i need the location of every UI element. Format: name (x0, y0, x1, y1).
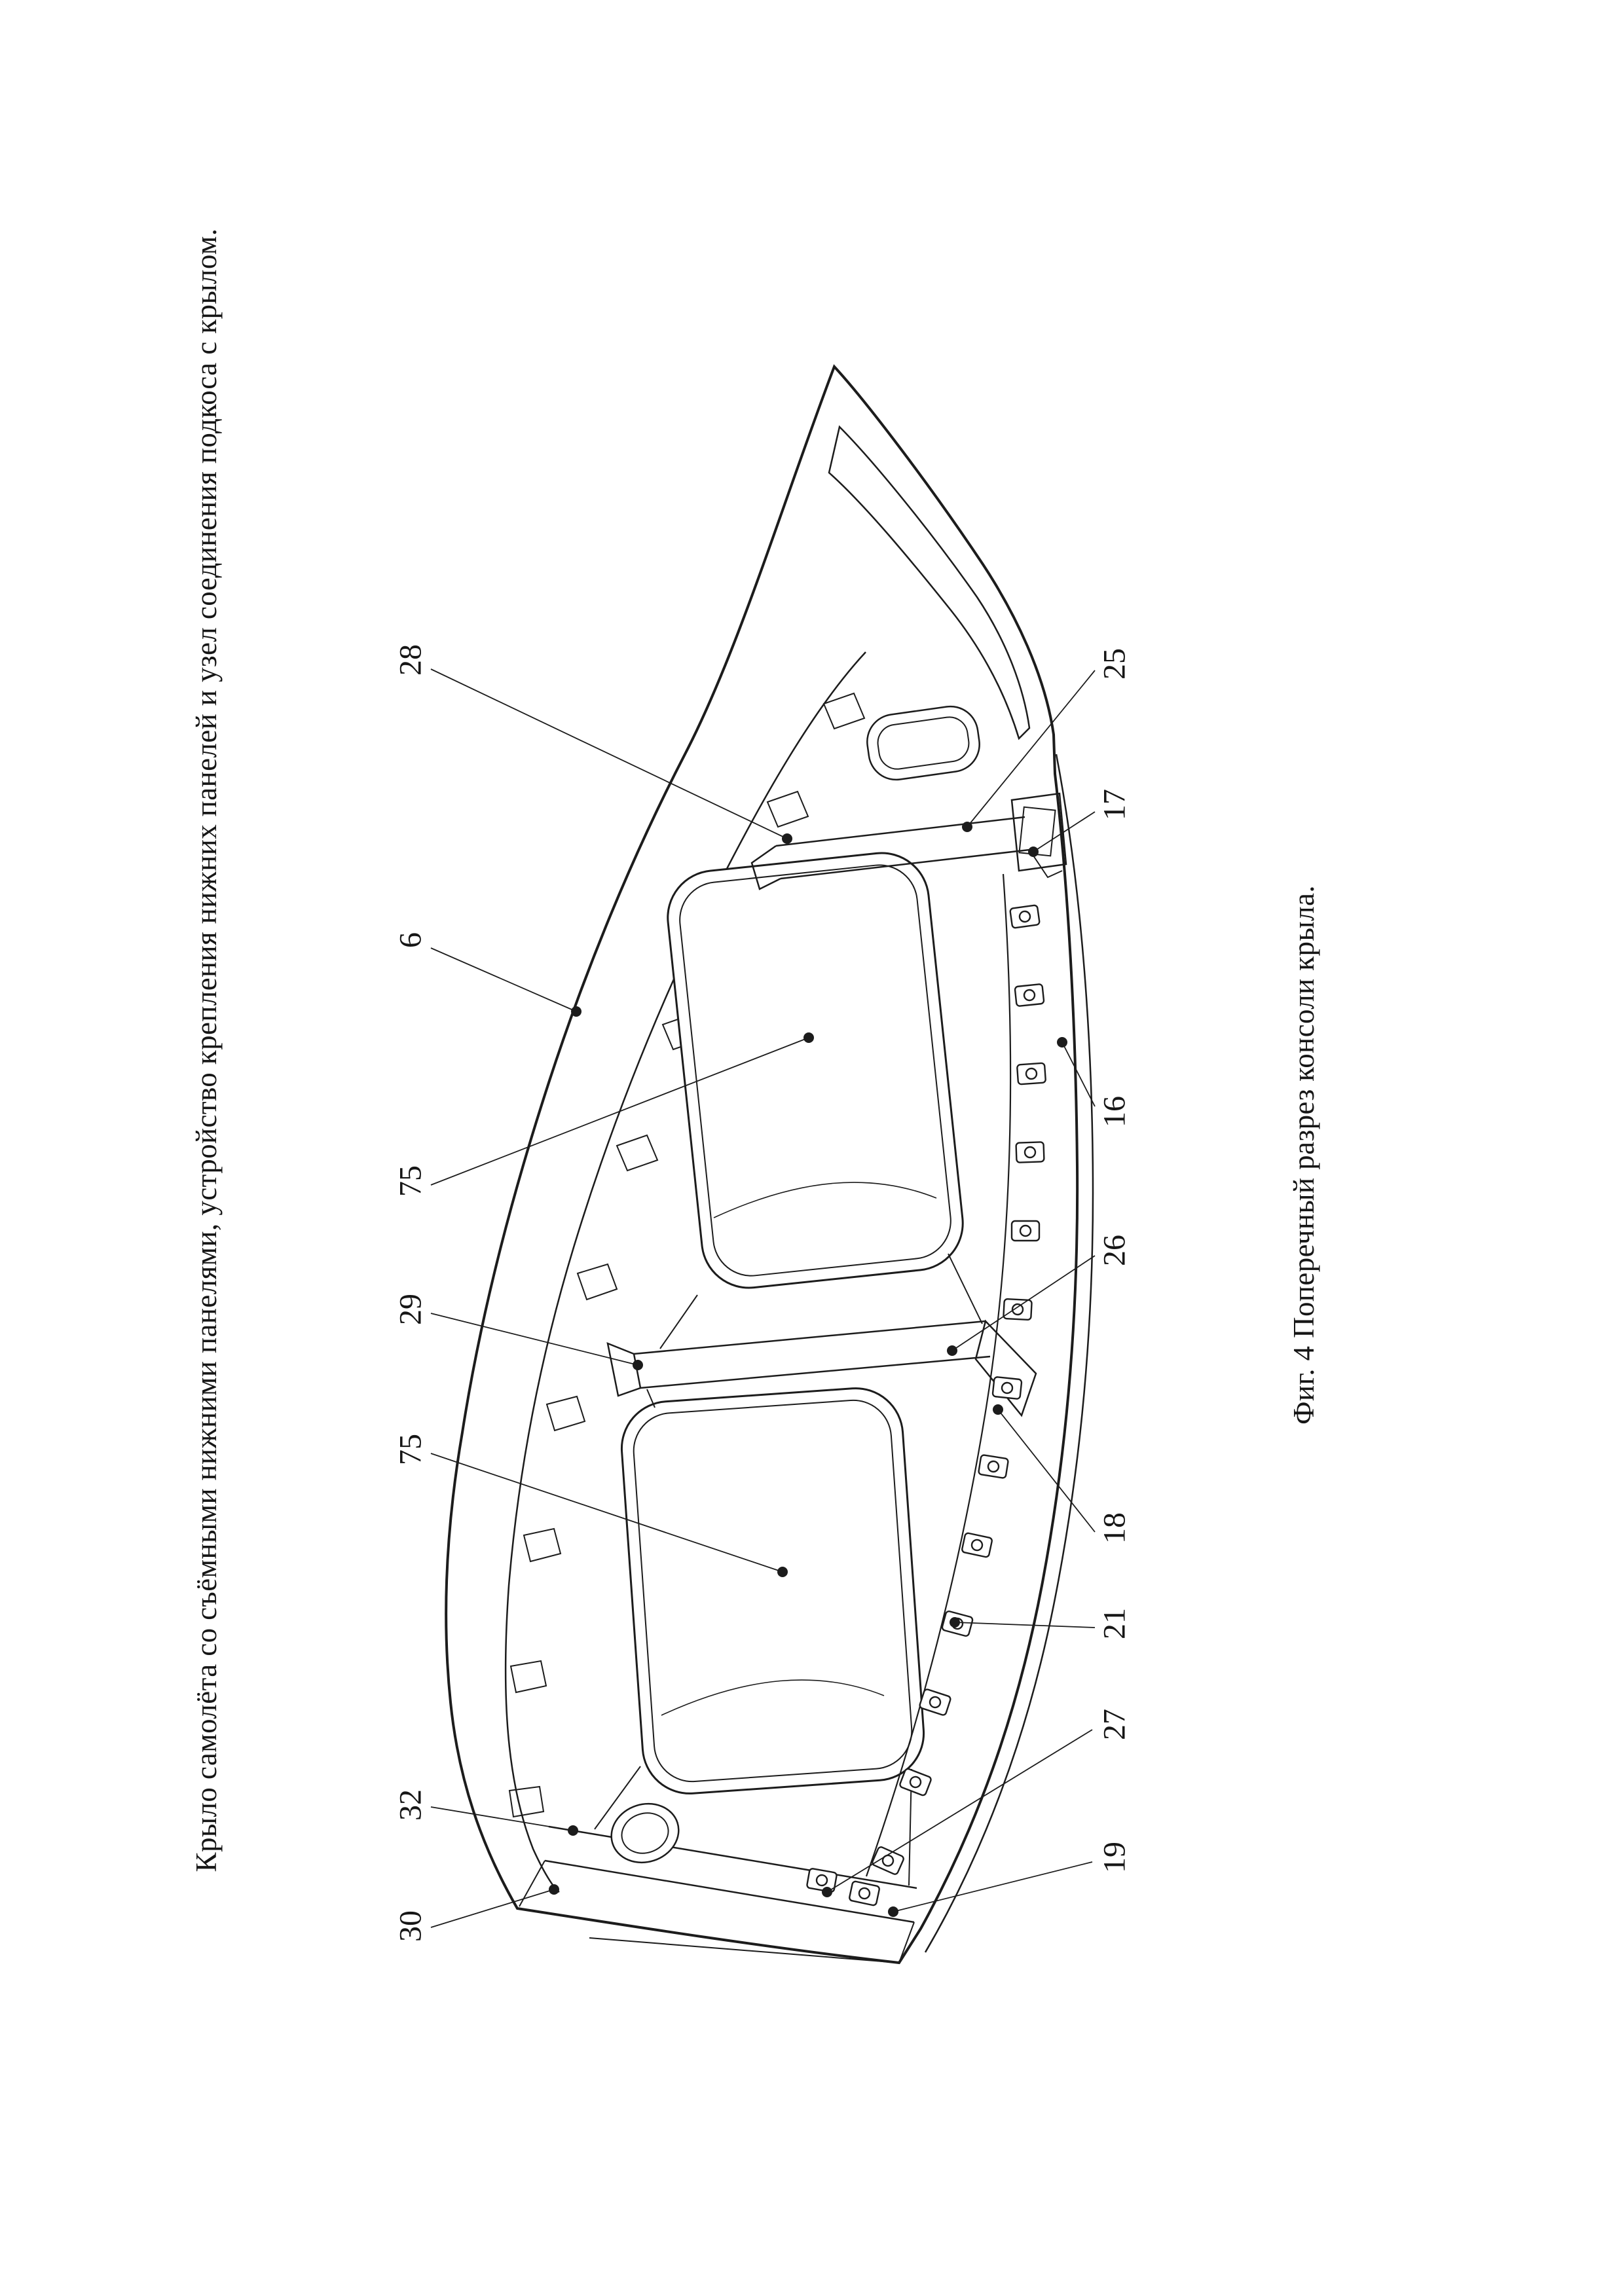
ref-label-32: 32 (393, 1789, 428, 1821)
ref-label-75a: 75 (393, 1165, 428, 1197)
ref-label-30: 30 (393, 1910, 428, 1942)
middle-rib (606, 1319, 1037, 1417)
ref-label-19: 19 (1097, 1842, 1132, 1873)
ref-label-16: 16 (1097, 1096, 1132, 1127)
ref-label-75b: 75 (393, 1434, 428, 1465)
ref-label-25: 25 (1097, 648, 1132, 680)
spar-cap-line (865, 873, 1012, 1877)
ref-label-26: 26 (1097, 1235, 1132, 1266)
top-cell (828, 425, 1031, 781)
removable-panel-lower (620, 1387, 925, 1795)
ref-label-17: 17 (1097, 789, 1132, 820)
ref-label-29: 29 (393, 1294, 428, 1325)
ref-label-18: 18 (1097, 1512, 1132, 1544)
ref-label-6: 6 (393, 932, 428, 948)
access-hole (610, 1802, 680, 1864)
ref-label-27: 27 (1097, 1709, 1132, 1740)
removable-panel-upper (667, 852, 964, 1289)
bottom-fitting (519, 1802, 917, 1963)
ref-label-21: 21 (1097, 1608, 1132, 1639)
ref-label-28: 28 (393, 644, 428, 676)
leader-dots (549, 822, 1067, 1917)
wing-outer-contour (445, 364, 1094, 1965)
lightening-slot (866, 705, 980, 781)
leader-lines (430, 668, 1096, 1928)
